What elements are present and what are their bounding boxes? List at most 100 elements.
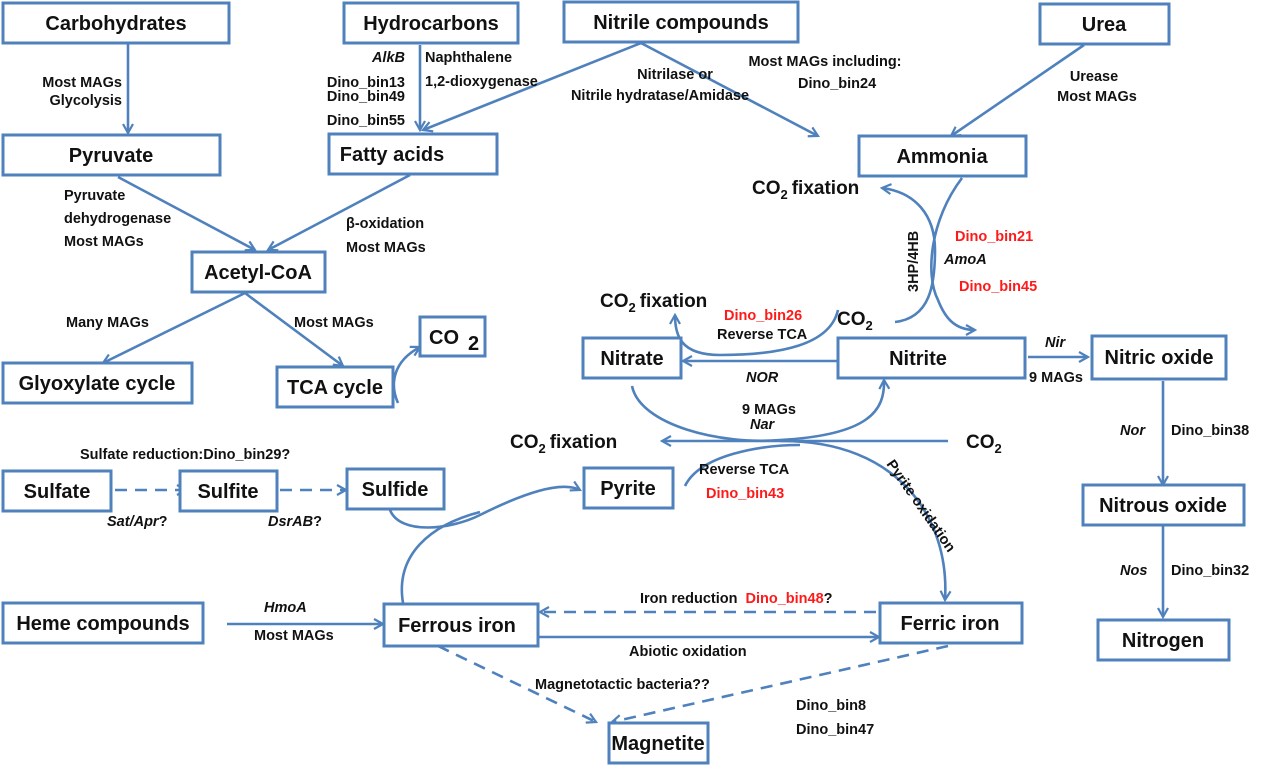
arrow-pyrite-oxidation xyxy=(779,439,945,600)
label-carb-mags: Most MAGs xyxy=(42,75,122,91)
svg-text:Nitrous oxide: Nitrous oxide xyxy=(1099,495,1227,517)
arrow-urea-ammonia xyxy=(951,43,1085,136)
svg-text:Magnetite: Magnetite xyxy=(611,733,704,755)
node-sulfate: Sulfate xyxy=(1,469,113,513)
label-urease: Urease xyxy=(1070,69,1118,85)
label-nor-upper: NOR xyxy=(746,370,779,386)
label-nar-mags: 9 MAGs xyxy=(742,402,796,418)
label-dino-bin13: Dino_bin13 xyxy=(327,75,405,91)
label-sulfate-reduction: Sulfate reduction:Dino_bin29? xyxy=(80,447,290,463)
label-dino-bin45: Dino_bin45 xyxy=(959,279,1037,295)
node-nitric-oxide: Nitric oxide xyxy=(1090,334,1228,381)
label-reverse-tca-upper: Reverse TCA xyxy=(717,327,808,343)
arrow-ammonia-nitrite xyxy=(930,177,975,330)
label-dino-bin43: Dino_bin43 xyxy=(706,486,784,502)
label-pyruvate-dh-2: dehydrogenase xyxy=(64,211,171,227)
arrow-acetyl-coa-glyoxylate xyxy=(103,291,246,363)
label-dino-bin32: Dino_bin32 xyxy=(1171,563,1249,579)
node-heme-compounds: Heme compounds xyxy=(1,601,205,645)
node-nitrate: Nitrate xyxy=(581,336,683,380)
arrow-nitrile-ammonia xyxy=(640,41,818,136)
node-nitrous-oxide: Nitrous oxide xyxy=(1081,483,1246,527)
svg-text:Ammonia: Ammonia xyxy=(896,146,988,168)
svg-text:Nitric oxide: Nitric oxide xyxy=(1105,347,1214,369)
label-dino-bin38: Dino_bin38 xyxy=(1171,423,1249,439)
label-amoa: AmoA xyxy=(943,252,987,268)
svg-text:TCA cycle: TCA cycle xyxy=(287,377,383,399)
node-pyrite: Pyrite xyxy=(582,466,675,510)
label-pyrite-oxidation: Pyrite oxidation xyxy=(883,457,959,555)
label-nir-mags: 9 MAGs xyxy=(1029,370,1083,386)
svg-text:Glyoxylate cycle: Glyoxylate cycle xyxy=(19,373,176,395)
node-urea: Urea xyxy=(1038,2,1171,46)
label-alkb: AlkB xyxy=(371,50,405,66)
label-many-mags: Many MAGs xyxy=(66,315,149,331)
node-hydrocarbons: Hydrocarbons xyxy=(342,1,520,45)
label-magnetotactic: Magnetotactic bacteria?? xyxy=(535,677,710,693)
arrow-acetyl-coa-tca xyxy=(244,291,343,366)
arrow-tca-co2 xyxy=(392,347,420,404)
label-reverse-tca-lower: Reverse TCA xyxy=(699,462,790,478)
node-fatty-acids: Fatty acids xyxy=(327,132,499,176)
label-co2-right: CO2 xyxy=(966,432,1002,456)
label-hmoa: HmoA xyxy=(264,600,307,616)
svg-text:Urea: Urea xyxy=(1082,14,1127,36)
svg-text:CO: CO xyxy=(429,327,459,349)
node-nitrite: Nitrite xyxy=(836,336,1027,380)
label-most-mags-including: Most MAGs including: xyxy=(748,54,901,70)
svg-text:Sulfate: Sulfate xyxy=(24,481,91,503)
label-co2-mid: CO2 xyxy=(837,309,873,333)
node-ammonia: Ammonia xyxy=(857,134,1028,178)
node-nitrogen: Nitrogen xyxy=(1096,618,1231,662)
node-magnetite: Magnetite xyxy=(607,721,710,765)
svg-text:Ferric iron: Ferric iron xyxy=(901,613,1000,635)
node-ferric-iron: Ferric iron xyxy=(878,601,1024,645)
node-sulfide: Sulfide xyxy=(345,467,446,511)
svg-text:Nitrile compounds: Nitrile compounds xyxy=(593,12,769,34)
label-3hp-4hb: 3HP/4HB xyxy=(906,231,922,292)
label-glycolysis: Glycolysis xyxy=(49,93,122,109)
arrow-pyruvate-acetyl-coa xyxy=(117,175,255,250)
label-nir: Nir xyxy=(1045,335,1067,351)
label-nitrile-hydratase: Nitrile hydratase/Amidase xyxy=(571,88,749,104)
svg-text:Pyruvate: Pyruvate xyxy=(69,145,154,167)
svg-text:Sulfite: Sulfite xyxy=(197,481,258,503)
edge-labels: Most MAGs Glycolysis AlkB Dino_bin13 Din… xyxy=(42,50,1249,738)
svg-text:Heme compounds: Heme compounds xyxy=(16,613,189,635)
label-dino-bin8: Dino_bin8 xyxy=(796,698,866,714)
label-nar: Nar xyxy=(750,417,776,433)
label-sat-apr: Sat/Apr? xyxy=(107,514,168,530)
svg-text:Nitrite: Nitrite xyxy=(889,348,947,370)
label-naphthalene: Naphthalene xyxy=(425,50,512,66)
label-dsrab: DsrAB? xyxy=(268,514,322,530)
label-dino-bin47: Dino_bin47 xyxy=(796,722,874,738)
label-urease-mags: Most MAGs xyxy=(1057,89,1137,105)
label-dino-bin26: Dino_bin26 xyxy=(724,308,802,324)
label-abiotic-oxidation: Abiotic oxidation xyxy=(629,644,747,660)
label-dino-bin55: Dino_bin55 xyxy=(327,113,405,129)
arrow-ferric-magnetite xyxy=(612,644,949,722)
label-beta-mags: Most MAGs xyxy=(346,240,426,256)
node-acetyl-coa: Acetyl-CoA xyxy=(190,250,327,294)
svg-text:Ferrous iron: Ferrous iron xyxy=(398,615,516,637)
arrow-fatty-acids-acetyl-coa xyxy=(268,173,411,250)
label-heme-mags: Most MAGs xyxy=(254,628,334,644)
label-beta-oxidation: β-oxidation xyxy=(346,216,424,232)
label-dino-bin24: Dino_bin24 xyxy=(798,76,876,92)
node-nitrile-compounds: Nitrile compounds xyxy=(562,0,800,44)
svg-text:2: 2 xyxy=(468,333,479,355)
label-dino-bin49: Dino_bin49 xyxy=(327,89,405,105)
curve-pyrite-reverse-tca xyxy=(683,443,801,487)
node-tca-cycle: TCA cycle xyxy=(275,365,395,409)
label-tca-mags: Most MAGs xyxy=(294,315,374,331)
node-carbohydrates: Carbohydrates xyxy=(1,1,231,45)
svg-text:Sulfide: Sulfide xyxy=(362,479,429,501)
label-nos: Nos xyxy=(1120,563,1147,579)
node-ferrous-iron: Ferrous iron xyxy=(382,602,540,648)
label-dino-bin21: Dino_bin21 xyxy=(955,229,1033,245)
